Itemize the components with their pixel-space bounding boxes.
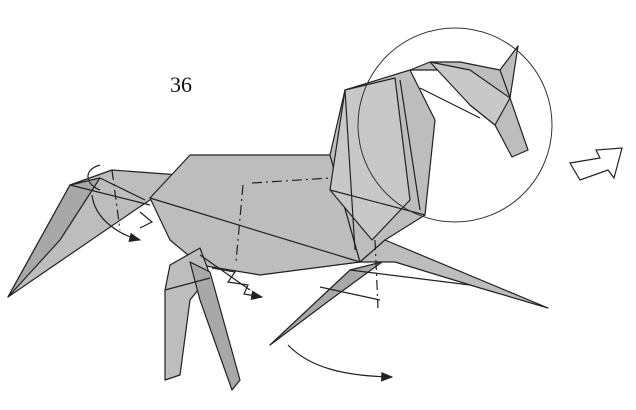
- reverse-fold-arrow-icon: [288, 345, 392, 377]
- next-step-arrow-icon: [570, 148, 622, 180]
- tail: [8, 170, 180, 297]
- body: [150, 155, 360, 275]
- step-number: 36: [170, 72, 192, 98]
